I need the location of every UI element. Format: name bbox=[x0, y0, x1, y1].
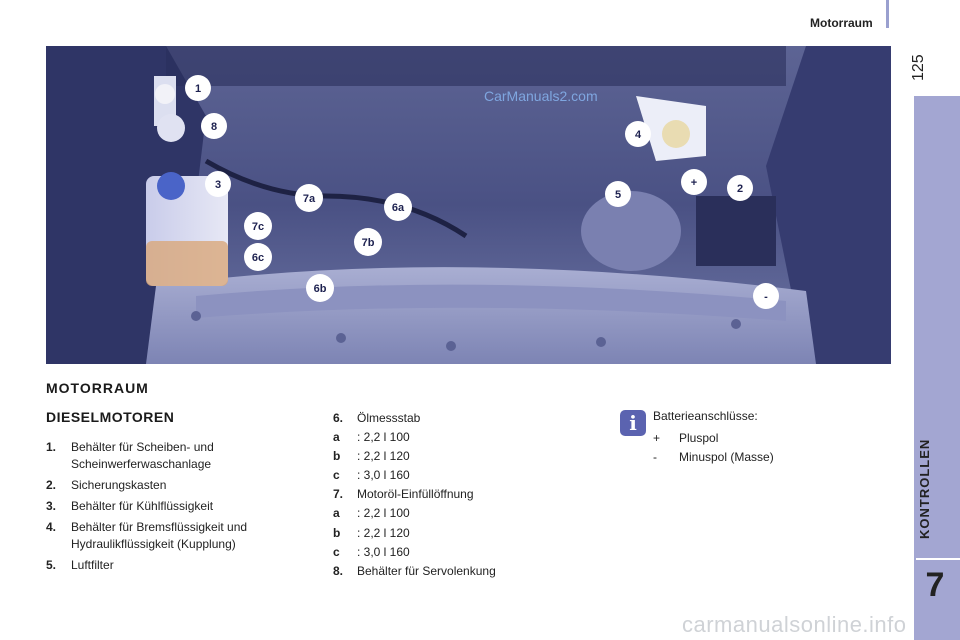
callout-4-marker: 4 bbox=[625, 121, 651, 147]
air-filter bbox=[581, 191, 681, 271]
battery-terminal-list: +Pluspol -Minuspol (Masse) bbox=[653, 430, 853, 468]
list-item: c: 3,0 l 160 bbox=[333, 468, 410, 483]
photo-watermark: CarManuals2.com bbox=[484, 88, 598, 104]
svg-text:4: 4 bbox=[635, 129, 642, 141]
svg-text:6a: 6a bbox=[392, 202, 405, 214]
list-item: 1.Behälter für Scheiben- und Scheinwerfe… bbox=[46, 440, 214, 471]
callout-1-marker: 1 bbox=[185, 75, 211, 101]
callout-2-marker: 2 bbox=[727, 175, 753, 201]
svg-text:7a: 7a bbox=[303, 193, 316, 205]
coolant-fluid bbox=[146, 241, 228, 286]
svg-text:5: 5 bbox=[615, 189, 621, 201]
svg-text:-: - bbox=[764, 291, 768, 303]
svg-text:8: 8 bbox=[211, 121, 217, 133]
bolt bbox=[336, 333, 346, 343]
callout-plus-marker: + bbox=[681, 169, 707, 195]
list-item: -Minuspol (Masse) bbox=[653, 450, 774, 464]
bolt bbox=[191, 311, 201, 321]
washer-cap bbox=[155, 84, 175, 104]
chapter-side-tab bbox=[914, 96, 960, 640]
svg-text:2: 2 bbox=[737, 183, 743, 195]
right-fender bbox=[766, 46, 891, 364]
list-item: a: 2,2 l 100 bbox=[333, 430, 410, 445]
svg-text:6c: 6c bbox=[252, 252, 264, 264]
svg-text:+: + bbox=[691, 177, 697, 189]
engine-bay-illustration: CarManuals2.com 1 8 3 7a 7c 6c 6a 7b 6b … bbox=[46, 46, 891, 364]
header-rule bbox=[886, 0, 889, 28]
svg-text:7c: 7c bbox=[252, 221, 264, 233]
chapter-side-label: KONTROLLEN bbox=[917, 438, 932, 540]
svg-text:3: 3 bbox=[215, 179, 221, 191]
list-item: 2.Sicherungskasten bbox=[46, 478, 167, 492]
page-header-title: Motorraum bbox=[810, 16, 873, 30]
callout-7b-marker: 7b bbox=[354, 228, 382, 256]
list-item: b: 2,2 l 120 bbox=[333, 449, 410, 464]
list-item: 8.Behälter für Servolenkung bbox=[333, 563, 496, 578]
callout-5-marker: 5 bbox=[605, 181, 631, 207]
hood-shadow bbox=[166, 46, 786, 86]
list-item: b: 2,2 l 120 bbox=[333, 525, 410, 540]
callout-6c-marker: 6c bbox=[244, 243, 272, 271]
coolant-cap bbox=[157, 172, 185, 200]
callout-6a-marker: 6a bbox=[384, 193, 412, 221]
footer-watermark: carmanualsonline.info bbox=[682, 612, 907, 637]
brake-cap bbox=[662, 120, 690, 148]
chapter-number: 7 bbox=[925, 566, 945, 604]
svg-text:1: 1 bbox=[195, 83, 201, 95]
callout-3-marker: 3 bbox=[205, 171, 231, 197]
bolt bbox=[446, 341, 456, 351]
power-steering-cap bbox=[157, 114, 185, 142]
battery-area bbox=[696, 196, 776, 266]
page-number: 125 bbox=[910, 54, 927, 82]
callout-8-marker: 8 bbox=[201, 113, 227, 139]
list-item: +Pluspol bbox=[653, 431, 719, 445]
side-tab-separator bbox=[916, 558, 960, 560]
section-title: MOTORRAUM bbox=[46, 380, 149, 396]
list-item: 7.Motoröl-Einfüllöffnung bbox=[333, 487, 474, 502]
list-item: 4.Behälter für Bremsflüssigkeit und Hydr… bbox=[46, 520, 248, 551]
component-list-middle: 6.Ölmessstab a: 2,2 l 100 b: 2,2 l 120 c… bbox=[333, 410, 583, 582]
callout-minus-marker: - bbox=[753, 283, 779, 309]
engine-cover bbox=[196, 284, 786, 321]
list-item: c: 3,0 l 160 bbox=[333, 544, 410, 559]
callout-6b-marker: 6b bbox=[306, 274, 334, 302]
info-title: Batterieanschlüsse: bbox=[653, 409, 758, 423]
callout-7c-marker: 7c bbox=[244, 212, 272, 240]
info-icon: i bbox=[620, 410, 646, 436]
bolt bbox=[596, 337, 606, 347]
svg-text:6b: 6b bbox=[314, 283, 327, 295]
list-item: 3.Behälter für Kühlflüssigkeit bbox=[46, 499, 214, 513]
subsection-title: DIESELMOTOREN bbox=[46, 409, 175, 425]
list-item: 5.Luftfilter bbox=[46, 558, 114, 572]
component-list-left: 1.Behälter für Scheiben- und Scheinwerfe… bbox=[46, 439, 296, 578]
svg-text:7b: 7b bbox=[362, 237, 375, 249]
list-item: 6.Ölmessstab bbox=[333, 411, 421, 425]
hose bbox=[204, 158, 468, 239]
bolt bbox=[731, 319, 741, 329]
callout-7a-marker: 7a bbox=[295, 184, 323, 212]
list-item: a: 2,2 l 100 bbox=[333, 506, 410, 521]
